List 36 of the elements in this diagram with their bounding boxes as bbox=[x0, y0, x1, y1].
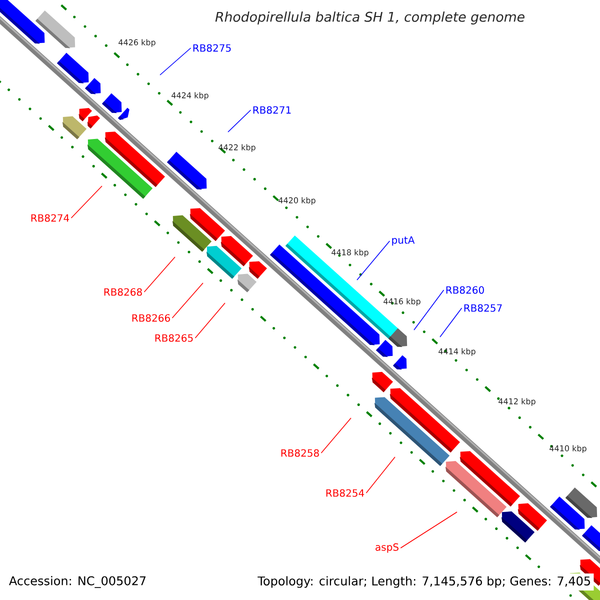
scale-label: 4412 kbp bbox=[498, 398, 536, 406]
leader-line bbox=[414, 290, 444, 330]
leader-line bbox=[366, 456, 396, 494]
title: Rhodopirellula baltica SH 1, complete genome bbox=[215, 12, 524, 24]
gene-label: RB8257 bbox=[464, 304, 502, 312]
leader-line bbox=[440, 308, 462, 338]
leader-line bbox=[356, 240, 390, 280]
gene-label: RB8268 bbox=[104, 288, 142, 296]
gene-label: RB8275 bbox=[193, 44, 231, 52]
scale-label: 4418 kbp bbox=[332, 249, 368, 257]
gene-label: RB8265 bbox=[155, 334, 193, 342]
leader-line bbox=[160, 48, 192, 76]
scale-label: 4410 kbp bbox=[550, 445, 586, 453]
leader-line bbox=[144, 256, 176, 292]
leader-line bbox=[172, 282, 204, 318]
scale-label: 4426 kbp bbox=[118, 39, 156, 47]
gene-label: RB8258 bbox=[281, 449, 319, 457]
gene-label: RB8254 bbox=[326, 489, 364, 497]
scale-label: 4416 kbp bbox=[384, 298, 420, 306]
leader-line bbox=[320, 418, 352, 454]
leader-line bbox=[194, 302, 226, 338]
leader-line bbox=[400, 512, 458, 548]
accession-note: Accession: NC_005027 bbox=[6, 573, 150, 591]
leader-line bbox=[70, 186, 102, 218]
genome-info: Topology: circular; Length: 7,145,576 bp; Genes: 7,405 bbox=[254, 574, 594, 590]
gene-label: putA bbox=[392, 236, 415, 246]
gene-label: aspS bbox=[376, 543, 398, 553]
scale-label: 4414 kbp bbox=[438, 348, 476, 356]
scale-label: 4420 kbp bbox=[278, 197, 316, 205]
gene-label: RB8274 bbox=[31, 214, 70, 222]
gene-label: RB8260 bbox=[446, 286, 484, 294]
scale-label: 4422 kbp bbox=[218, 144, 256, 152]
leader-line bbox=[228, 110, 252, 132]
gene-label: RB8266 bbox=[132, 314, 170, 322]
scale-label: 4424 kbp bbox=[172, 92, 208, 100]
gene-label: RB8271 bbox=[253, 106, 291, 114]
